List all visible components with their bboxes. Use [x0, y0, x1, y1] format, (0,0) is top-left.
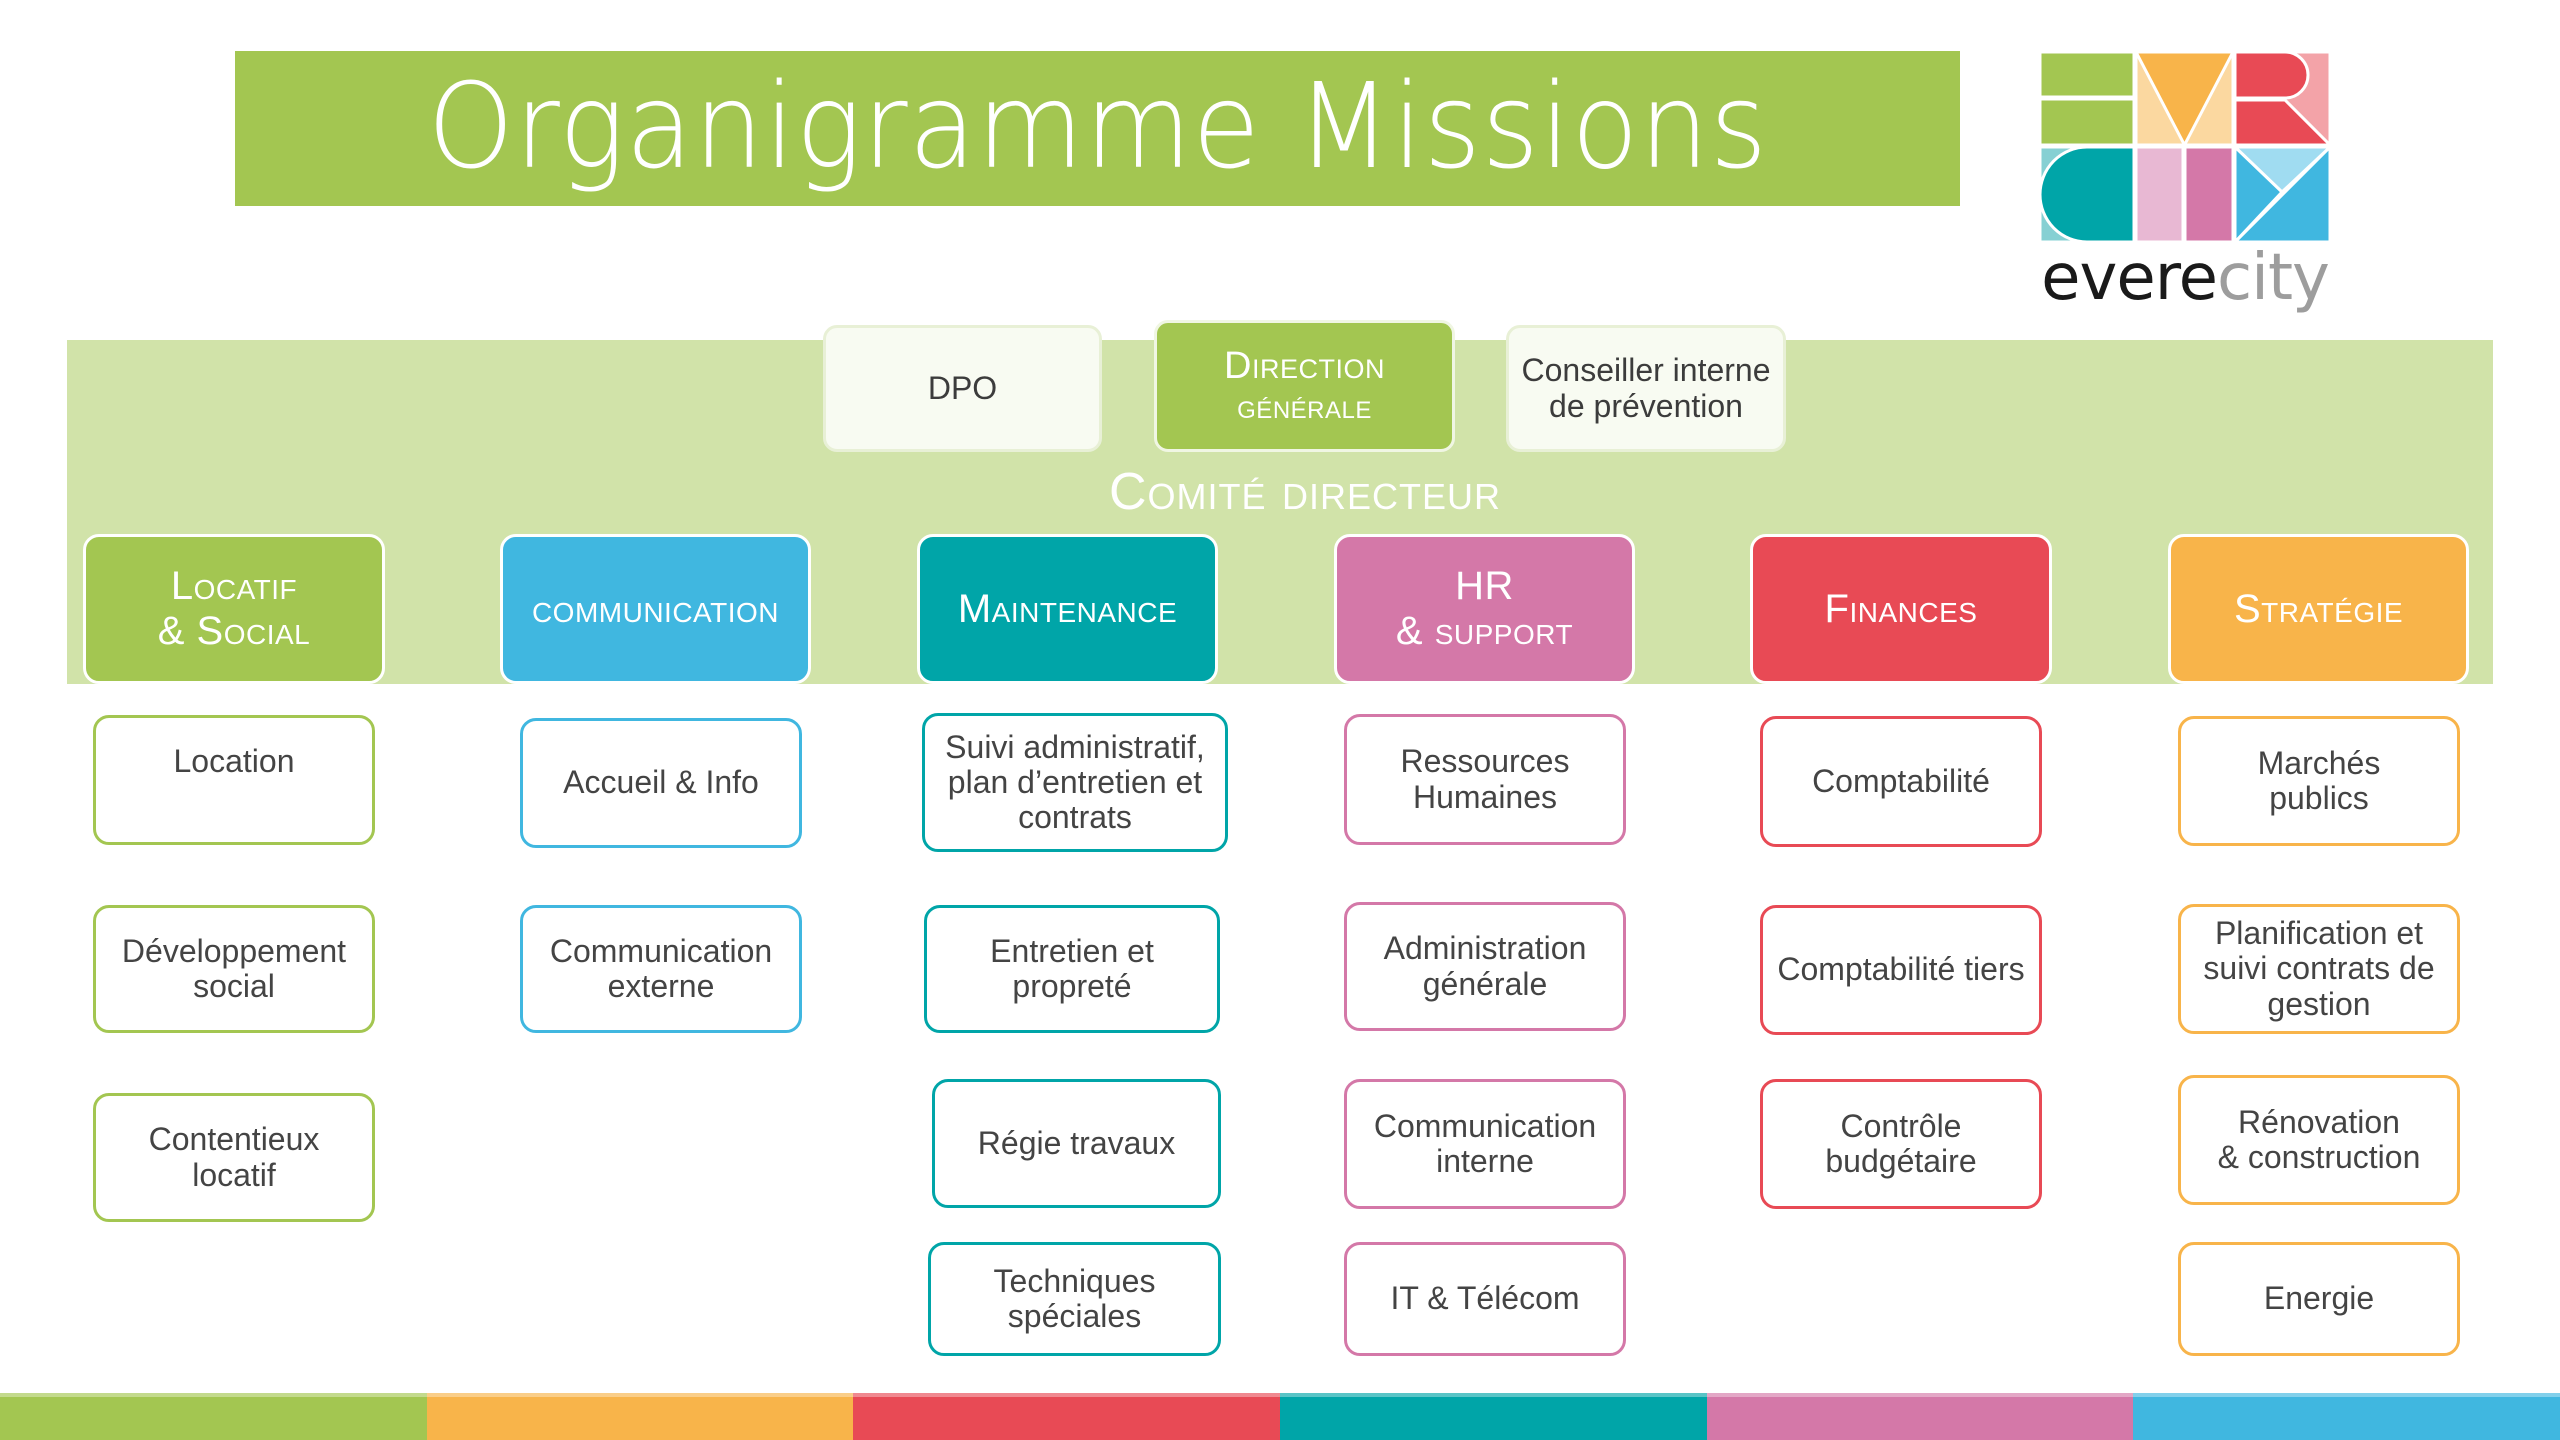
stripe-segment — [853, 1393, 1281, 1440]
dept-header-finances[interactable]: Finances — [1750, 534, 2052, 684]
mission-box-strategie[interactable]: Planification et suivi contrats de gesti… — [2178, 904, 2460, 1034]
logo-tile — [2040, 145, 2136, 242]
mission-label: Contentieux locatif — [148, 1121, 320, 1193]
dept-header-label: & Social — [157, 609, 311, 653]
dept-header-label: Finances — [1824, 586, 1978, 631]
dept-header-hr-support[interactable]: HR& support — [1334, 534, 1635, 684]
logo-tile — [2134, 52, 2235, 149]
mission-box-maintenance[interactable]: Entretien et propreté — [924, 905, 1220, 1033]
bottom-color-stripe — [0, 1393, 2560, 1440]
dept-header-locatif-social[interactable]: Locatif& Social — [83, 534, 385, 684]
logo-wordmark: everecity — [2040, 246, 2330, 310]
stripe-segment — [0, 1393, 427, 1440]
mission-label: Entretien et propreté — [990, 932, 1154, 1004]
mission-label: Administration générale — [1383, 930, 1587, 1002]
stripe-segment — [1280, 1393, 1707, 1440]
mission-label: Régie travaux — [977, 1124, 1176, 1161]
mission-label: Comptabilité — [1812, 762, 1990, 799]
mission-label: Accueil & Info — [563, 764, 759, 801]
stripe-segment — [426, 1393, 854, 1440]
logo-text-evere: evere — [2041, 241, 2218, 315]
mission-label: Energie — [2263, 1280, 2375, 1317]
logo-tile — [2040, 97, 2136, 147]
stripe-segment — [2133, 1393, 2560, 1440]
mission-label: Ressources Humaines — [1400, 743, 1570, 815]
dept-header-label: & support — [1395, 609, 1574, 653]
stripe-segment — [1706, 1393, 2134, 1440]
mission-box-finances[interactable]: Contrôle budgétaire — [1760, 1079, 2042, 1209]
logo-mark-icon — [2040, 52, 2330, 242]
logo-tile — [2233, 98, 2330, 147]
logo-tile — [2183, 145, 2235, 242]
logo-tile — [2040, 52, 2136, 99]
mission-label: Contrôle budgétaire — [1825, 1107, 1977, 1179]
mission-box-locatif-social[interactable]: Développement social — [93, 905, 375, 1033]
dept-header-strategie[interactable]: Stratégie — [2168, 534, 2469, 684]
direction-generale-line-2: générale — [1237, 388, 1372, 427]
dpo-box[interactable]: DPO — [823, 325, 1102, 452]
dpo-label: DPO — [927, 369, 998, 406]
mission-box-finances[interactable]: Comptabilité tiers — [1760, 905, 2042, 1035]
direction-generale-box[interactable]: Direction générale — [1154, 320, 1455, 452]
dept-header-label: HR — [1455, 564, 1514, 609]
logo-text-city: city — [2216, 241, 2330, 315]
mission-label: Rénovation & construction — [2217, 1103, 2421, 1175]
mission-box-communication[interactable]: Accueil & Info — [520, 718, 802, 848]
conseiller-line-1: Conseiller interne — [1521, 351, 1771, 388]
mission-box-hr-support[interactable]: Administration générale — [1344, 902, 1626, 1031]
logo-tile — [2134, 145, 2185, 242]
dept-header-label: Stratégie — [2233, 586, 2404, 631]
mission-box-communication[interactable]: Communication externe — [520, 905, 802, 1033]
mission-label: Marchés publics — [2257, 744, 2381, 816]
mission-box-finances[interactable]: Comptabilité — [1760, 716, 2042, 847]
mission-box-hr-support[interactable]: IT & Télécom — [1344, 1242, 1626, 1356]
mission-box-maintenance[interactable]: Suivi administratif, plan d’entretien et… — [922, 713, 1228, 852]
mission-box-maintenance[interactable]: Techniques spéciales — [928, 1242, 1221, 1356]
mission-label: Communication externe — [549, 932, 773, 1004]
dept-header-label: Locatif — [170, 564, 298, 609]
page-title: Organigramme Missions — [427, 56, 1768, 195]
dept-header-label: communication — [531, 586, 780, 631]
mission-box-maintenance[interactable]: Régie travaux — [932, 1079, 1221, 1208]
dept-header-maintenance[interactable]: Maintenance — [917, 534, 1218, 684]
dept-header-label: Maintenance — [957, 586, 1178, 631]
mission-box-strategie[interactable]: Marchés publics — [2178, 716, 2460, 846]
mission-label: Communication interne — [1373, 1107, 1597, 1179]
mission-box-locatif-social[interactable]: Contentieux locatif — [93, 1093, 375, 1222]
conseiller-line-2: de prévention — [1549, 387, 1743, 424]
mission-box-hr-support[interactable]: Ressources Humaines — [1344, 714, 1626, 845]
mission-label: Location — [173, 743, 295, 779]
dept-header-communication[interactable]: communication — [500, 534, 811, 684]
mission-box-locatif-social[interactable]: Location — [93, 715, 375, 845]
mission-box-hr-support[interactable]: Communication interne — [1344, 1079, 1626, 1209]
mission-label: Comptabilité tiers — [1777, 951, 2025, 988]
mission-label: Techniques spéciales — [993, 1262, 1156, 1334]
committee-label: Comité directeur — [1109, 463, 1501, 521]
conseiller-prevention-box[interactable]: Conseiller interne de prévention — [1506, 325, 1786, 452]
mission-label: Planification et suivi contrats de gesti… — [2203, 915, 2435, 1022]
mission-label: IT & Télécom — [1390, 1280, 1580, 1317]
title-banner: Organigramme Missions — [235, 51, 1960, 206]
everecity-logo: everecity — [2040, 52, 2330, 324]
mission-box-strategie[interactable]: Rénovation & construction — [2178, 1075, 2460, 1205]
direction-generale-line-1: Direction — [1224, 344, 1385, 387]
mission-box-strategie[interactable]: Energie — [2178, 1242, 2460, 1356]
mission-label: Développement social — [121, 932, 347, 1004]
mission-label: Suivi administratif, plan d’entretien et… — [945, 728, 1205, 836]
logo-tile — [2233, 52, 2310, 100]
